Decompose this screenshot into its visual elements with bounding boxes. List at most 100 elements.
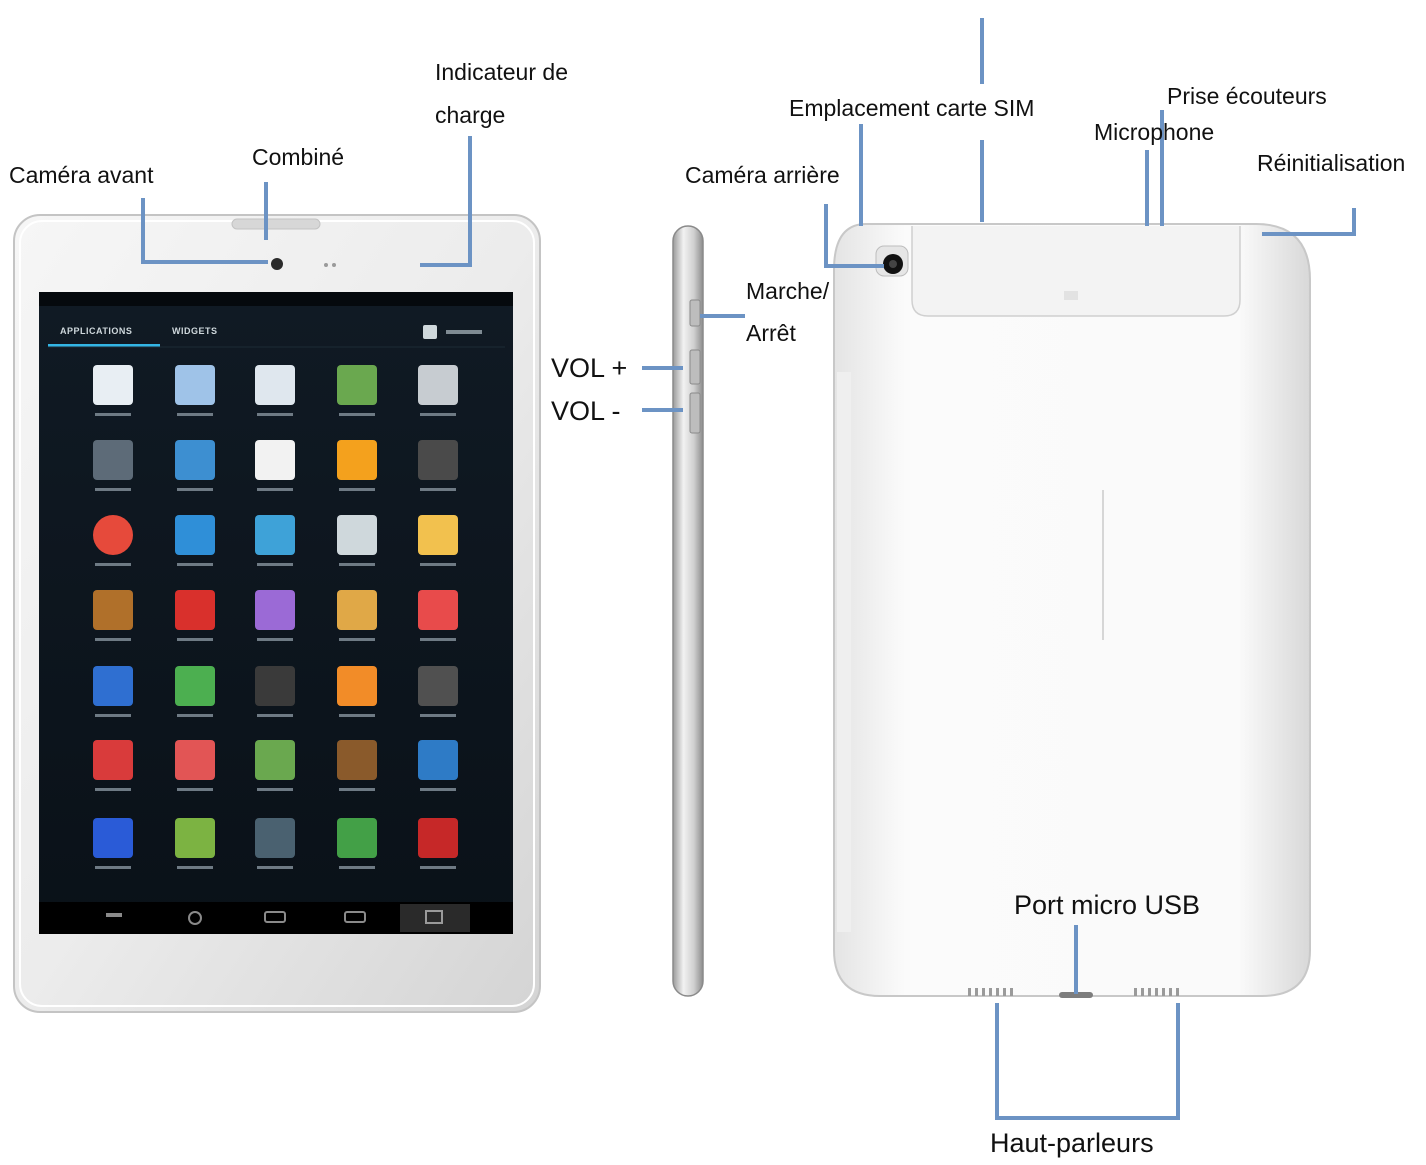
app-caption-bar — [95, 788, 131, 791]
app-icon[interactable] — [337, 666, 377, 706]
app-caption-bar — [257, 563, 293, 566]
app-icon[interactable] — [418, 740, 458, 780]
screen-tab-bar: APPLICATIONS WIDGETS — [40, 318, 510, 352]
app-caption-bar — [95, 563, 131, 566]
app-icon[interactable] — [337, 440, 377, 480]
app-caption-bar — [95, 714, 131, 717]
app-icon[interactable] — [93, 740, 133, 780]
label-power-2: Arrêt — [746, 320, 796, 346]
app-icon[interactable] — [93, 590, 133, 630]
app-caption-bar — [177, 488, 213, 491]
app-icon[interactable] — [175, 666, 215, 706]
label-front-camera: Caméra avant — [9, 162, 154, 188]
app-icon[interactable] — [418, 365, 458, 405]
vol-down-button — [689, 392, 701, 434]
app-icon[interactable] — [93, 365, 133, 405]
app-caption-bar — [420, 714, 456, 717]
app-icon[interactable] — [255, 740, 295, 780]
app-icon[interactable] — [175, 515, 215, 555]
app-caption-bar — [420, 488, 456, 491]
nav-menu-icon — [344, 911, 366, 923]
tab-widgets: WIDGETS — [172, 326, 218, 336]
app-caption-bar — [95, 638, 131, 641]
app-icon[interactable] — [175, 818, 215, 858]
app-icon[interactable] — [255, 590, 295, 630]
app-icon[interactable] — [175, 440, 215, 480]
app-caption-bar — [257, 413, 293, 416]
app-icon[interactable] — [255, 365, 295, 405]
tab-applications: APPLICATIONS — [60, 326, 133, 336]
label-headphone-jack: Prise écouteurs — [1167, 83, 1327, 109]
app-icon[interactable] — [418, 818, 458, 858]
label-vol-down: VOL - — [551, 396, 621, 426]
app-caption-bar — [339, 714, 375, 717]
app-icon[interactable] — [93, 515, 133, 555]
earpiece-grille — [231, 218, 321, 230]
app-icon[interactable] — [93, 440, 133, 480]
app-caption-bar — [177, 788, 213, 791]
label-vol-up: VOL + — [551, 353, 628, 383]
label-power-1: Marche/ — [746, 278, 830, 304]
app-caption-bar — [257, 638, 293, 641]
app-caption-bar — [420, 563, 456, 566]
side-body — [672, 225, 704, 997]
callout-reset — [1262, 208, 1356, 236]
nav-back-icon — [106, 913, 122, 917]
app-caption-bar — [420, 788, 456, 791]
label-reset: Réinitialisation — [1257, 150, 1406, 176]
app-icon[interactable] — [93, 666, 133, 706]
app-icon[interactable] — [337, 515, 377, 555]
app-icon[interactable] — [93, 818, 133, 858]
app-icon[interactable] — [255, 515, 295, 555]
callout-speakers — [995, 1003, 1180, 1120]
app-icon[interactable] — [337, 590, 377, 630]
app-caption-bar — [95, 866, 131, 869]
app-icon[interactable] — [418, 666, 458, 706]
usb-port — [1059, 992, 1093, 998]
app-icon[interactable] — [418, 590, 458, 630]
nav-recent-icon — [264, 911, 286, 923]
front-camera-lens — [271, 258, 283, 270]
callout-lines — [141, 18, 1356, 1120]
app-caption-bar — [177, 866, 213, 869]
callout-charge — [420, 136, 472, 267]
app-caption-bar — [339, 563, 375, 566]
app-caption-bar — [177, 714, 213, 717]
callout-front-camera — [141, 198, 268, 264]
label-speakers: Haut-parleurs — [990, 1128, 1154, 1158]
vol-up-button — [689, 349, 701, 385]
app-icon[interactable] — [337, 365, 377, 405]
app-icon[interactable] — [255, 818, 295, 858]
label-microphone: Microphone — [1094, 119, 1215, 145]
app-caption-bar — [339, 413, 375, 416]
back-body — [833, 223, 1311, 997]
label-charge-indicator-1: Indicateur de — [435, 59, 568, 85]
app-icon[interactable] — [175, 365, 215, 405]
back-view — [833, 223, 1311, 998]
speaker-grille-left — [968, 988, 1013, 996]
app-icon[interactable] — [418, 515, 458, 555]
app-icon[interactable] — [418, 440, 458, 480]
app-caption-bars — [95, 413, 456, 869]
app-caption-bar — [95, 488, 131, 491]
app-icon[interactable] — [337, 740, 377, 780]
app-icon[interactable] — [255, 666, 295, 706]
app-icon[interactable] — [175, 740, 215, 780]
app-caption-bar — [339, 638, 375, 641]
app-caption-bar — [257, 866, 293, 869]
app-caption-bar — [177, 638, 213, 641]
app-icon[interactable] — [175, 590, 215, 630]
app-caption-bar — [339, 488, 375, 491]
side-view — [672, 225, 704, 997]
app-caption-bar — [339, 788, 375, 791]
app-caption-bar — [177, 413, 213, 416]
app-caption-bar — [177, 563, 213, 566]
app-icon[interactable] — [255, 440, 295, 480]
app-icon[interactable] — [337, 818, 377, 858]
app-caption-bar — [339, 866, 375, 869]
app-caption-bar — [257, 714, 293, 717]
power-button — [689, 299, 701, 327]
app-icon-grid — [93, 365, 458, 858]
label-micro-usb: Port micro USB — [1014, 890, 1201, 920]
